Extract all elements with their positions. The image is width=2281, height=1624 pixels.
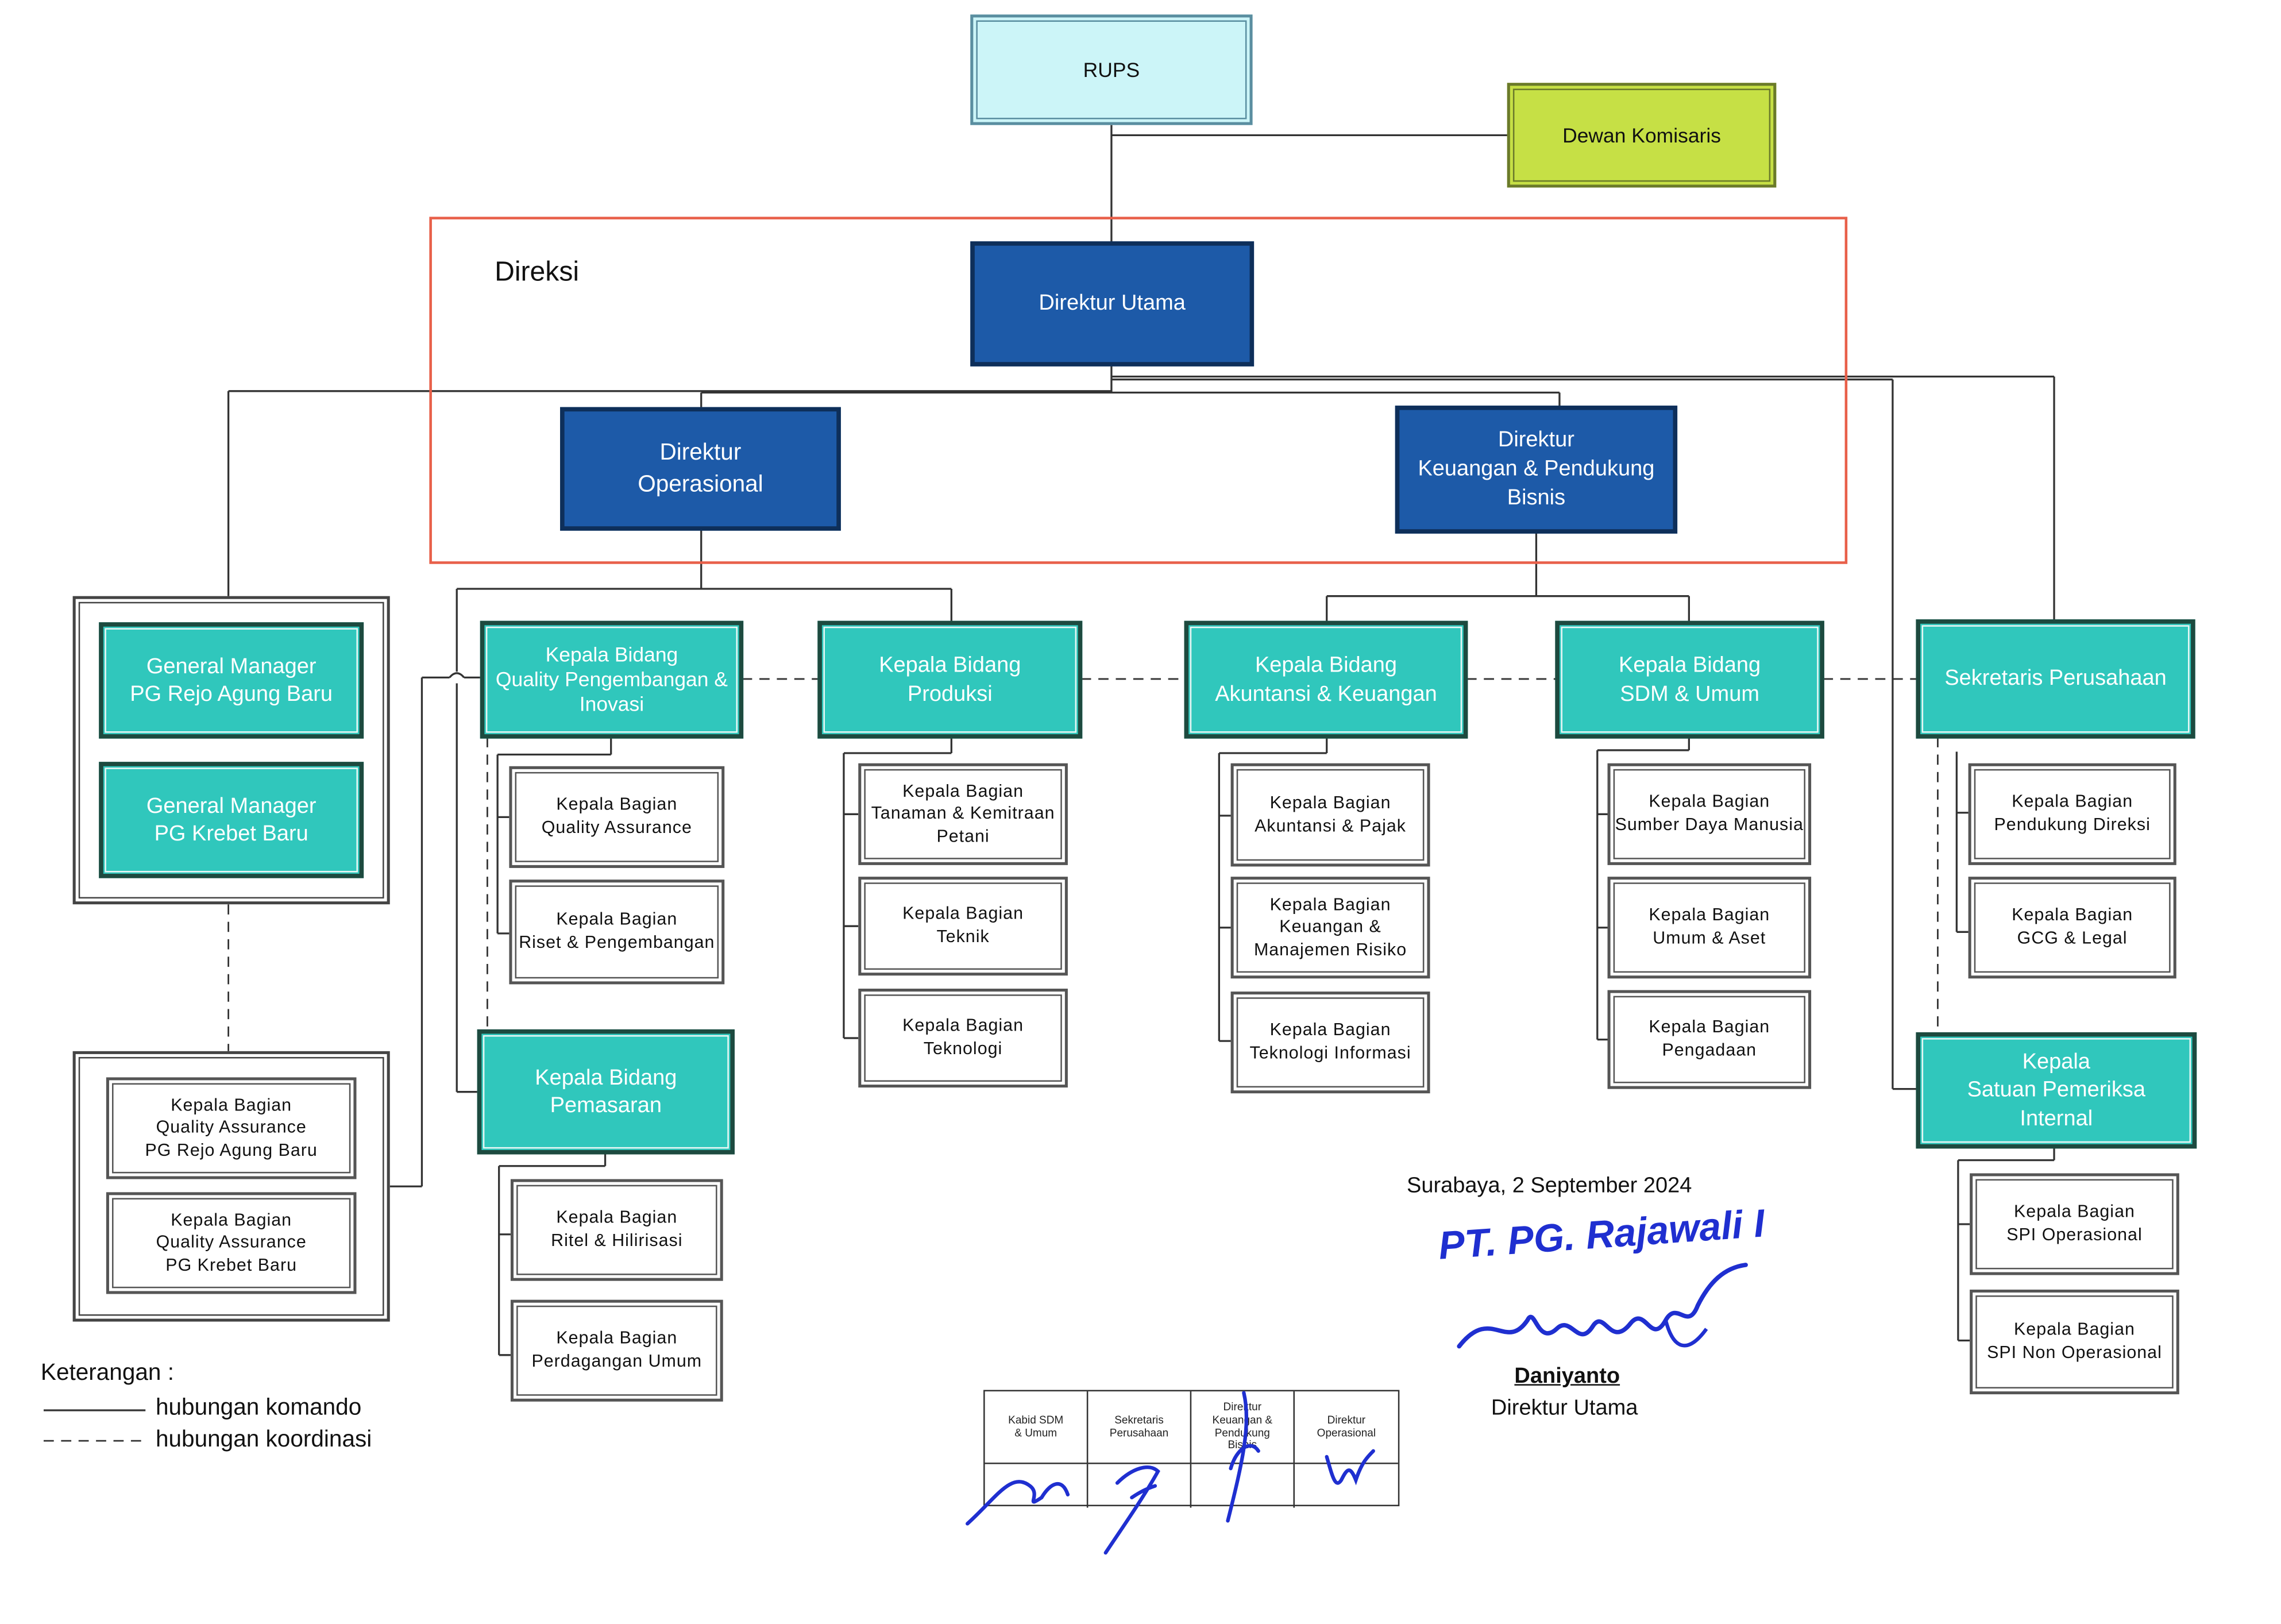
paraf-table: Kabid SDM & Umum Sekretaris Perusahaan D… bbox=[983, 1390, 1400, 1508]
bagian-riset-box: Kepala Bagian Riset & Pengembangan bbox=[509, 879, 725, 985]
direksi-label: Direksi bbox=[495, 257, 580, 288]
direktur-keuangan-box: Direktur Keuangan & Pendukung Bisnis bbox=[1395, 406, 1678, 534]
bagian-tanaman-box: Kepala Bagian Tanaman & Kemitraan Petani bbox=[858, 763, 1068, 865]
bagian-ti-box: Kepala Bagian Teknologi Informasi bbox=[1230, 992, 1430, 1094]
bidang-pemasaran-box: Kepala Bidang Pemasaran bbox=[477, 1029, 735, 1155]
bagian-gcg-legal-box: Kepala Bagian GCG & Legal bbox=[1968, 877, 2176, 979]
qa-rejo-box: Kepala Bagian Quality Assurance PG Rejo … bbox=[106, 1077, 357, 1179]
legend-dashed-label: hubungan koordinasi bbox=[155, 1428, 372, 1453]
paraf-cell-3 bbox=[1191, 1464, 1295, 1508]
paraf-cell-1 bbox=[985, 1464, 1089, 1508]
director-name: Daniyanto bbox=[1514, 1363, 1620, 1389]
bagian-umum-aset-box: Kepala Bagian Umum & Aset bbox=[1607, 877, 1812, 979]
bagian-spi-operasional-box: Kepala Bagian SPI Operasional bbox=[1970, 1173, 2179, 1275]
place-date: Surabaya, 2 September 2024 bbox=[1407, 1173, 1692, 1198]
gm-rejo-box: General Manager PG Rejo Agung Baru bbox=[99, 622, 364, 739]
bagian-sdm-box: Kepala Bagian Sumber Daya Manusia bbox=[1607, 763, 1812, 865]
legend-solid-label: hubungan komando bbox=[155, 1395, 362, 1421]
paraf-header-sekretaris: Sekretaris Perusahaan bbox=[1088, 1391, 1192, 1464]
dewan-komisaris-box: Dewan Komisaris bbox=[1507, 83, 1777, 188]
bidang-sdm-box: Kepala Bidang SDM & Umum bbox=[1555, 620, 1824, 739]
paraf-header-dirkeu: Direktur Keuangan & Pendukung Bisnis bbox=[1191, 1391, 1295, 1464]
spi-box: Kepala Satuan Pemeriksa Internal bbox=[1916, 1032, 2197, 1149]
bagian-qa-box: Kepala Bagian Quality Assurance bbox=[509, 766, 725, 868]
bagian-teknologi-box: Kepala Bagian Teknologi bbox=[858, 989, 1068, 1088]
bagian-perdagangan-box: Kepala Bagian Perdagangan Umum bbox=[510, 1299, 723, 1402]
qa-krebet-box: Kepala Bagian Quality Assurance PG Krebe… bbox=[106, 1192, 357, 1294]
bidang-produksi-box: Kepala Bidang Produksi bbox=[817, 620, 1083, 739]
direktur-utama-box: Direktur Utama bbox=[970, 241, 1255, 367]
bagian-teknik-box: Kepala Bagian Teknik bbox=[858, 877, 1068, 976]
paraf-signatures bbox=[966, 1391, 1375, 1555]
rups-box: RUPS bbox=[970, 14, 1253, 125]
bagian-pengadaan-box: Kepala Bagian Pengadaan bbox=[1607, 990, 1812, 1089]
sekretaris-perusahaan-box: Sekretaris Perusahaan bbox=[1916, 619, 2195, 739]
director-title: Direktur Utama bbox=[1491, 1395, 1638, 1421]
gm-krebet-box: General Manager PG Krebet Baru bbox=[99, 762, 364, 878]
paraf-cell-2 bbox=[1088, 1464, 1192, 1508]
direktur-operasional-box: Direktur Operasional bbox=[560, 407, 841, 531]
bidang-akuntansi-box: Kepala Bidang Akuntansi & Keuangan bbox=[1184, 620, 1468, 739]
bagian-keuangan-risiko-box: Kepala Bagian Keuangan & Manajemen Risik… bbox=[1230, 877, 1430, 979]
director-signature bbox=[1457, 1263, 1748, 1349]
bagian-pendukung-direksi-box: Kepala Bagian Pendukung Direksi bbox=[1968, 763, 2176, 865]
paraf-header-kabid: Kabid SDM & Umum bbox=[985, 1391, 1089, 1464]
bidang-qpi-box: Kepala Bidang Quality Pengembangan & Ino… bbox=[480, 620, 744, 739]
bagian-ritel-box: Kepala Bagian Ritel & Hilirisasi bbox=[510, 1179, 723, 1281]
paraf-header-dirops: Direktur Operasional bbox=[1295, 1391, 1398, 1464]
bagian-spi-non-operasional-box: Kepala Bagian SPI Non Operasional bbox=[1970, 1289, 2179, 1395]
bagian-akuntansi-pajak-box: Kepala Bagian Akuntansi & Pajak bbox=[1230, 763, 1430, 867]
legend-title: Keterangan : bbox=[40, 1360, 174, 1386]
